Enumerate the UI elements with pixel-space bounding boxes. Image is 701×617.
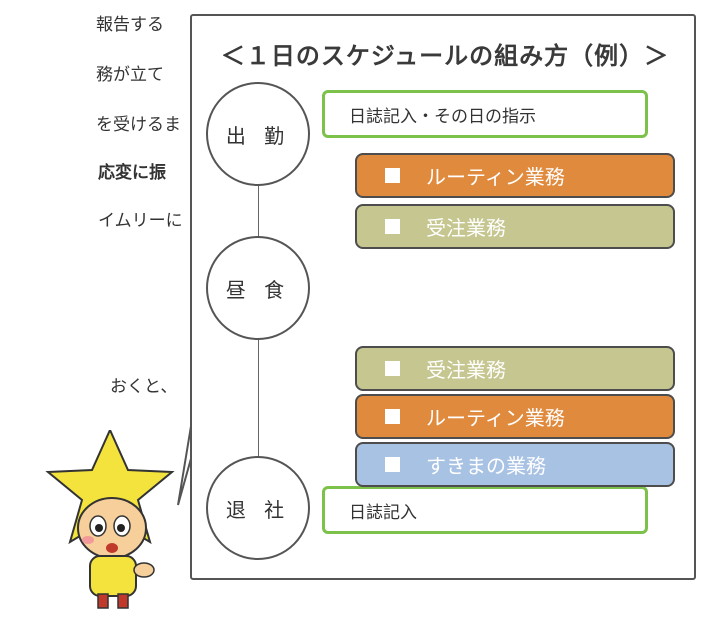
task-label: 受注業務 [426, 358, 506, 382]
note-morning: 日誌記入・その日の指示 [322, 90, 648, 138]
background-text-6: おくと、 [110, 377, 178, 397]
background-text-1: 報告する [96, 15, 164, 35]
task-spare-time: すきまの業務 [355, 442, 675, 487]
milestone-label: 退 社 [225, 497, 291, 522]
task-order-1: 受注業務 [355, 204, 675, 249]
task-order-2: 受注業務 [355, 346, 675, 391]
background-text-3: を受けるま [96, 115, 181, 135]
task-routine-2: ルーティン業務 [355, 394, 675, 439]
task-label: ルーティン業務 [426, 165, 565, 189]
timeline-line-1 [258, 180, 259, 256]
milestone-arrival: 出 勤 [206, 82, 310, 186]
checkbox-square-icon [385, 219, 400, 234]
task-label: 受注業務 [426, 216, 506, 240]
milestone-lunch: 昼 食 [206, 236, 310, 340]
background-text-4: 応変に振 [98, 163, 166, 183]
timeline-line-2 [258, 336, 259, 458]
checkbox-square-icon [385, 457, 400, 472]
star-mascot-icon [45, 430, 175, 609]
milestone-label: 昼 食 [225, 277, 291, 302]
background-text-5: イムリーに [98, 211, 183, 231]
background-text-2: 務が立て [96, 65, 164, 85]
task-routine-1: ルーティン業務 [355, 153, 675, 198]
checkbox-square-icon [385, 168, 400, 183]
milestone-leave: 退 社 [206, 456, 310, 560]
checkbox-square-icon [385, 409, 400, 424]
note-evening: 日誌記入 [322, 486, 648, 534]
task-label: すきまの業務 [426, 454, 546, 478]
checkbox-square-icon [385, 361, 400, 376]
diagram-title: ＜１日のスケジュールの組み方（例）＞ [220, 42, 670, 70]
task-label: ルーティン業務 [426, 406, 565, 430]
milestone-label: 出 勤 [225, 123, 291, 148]
